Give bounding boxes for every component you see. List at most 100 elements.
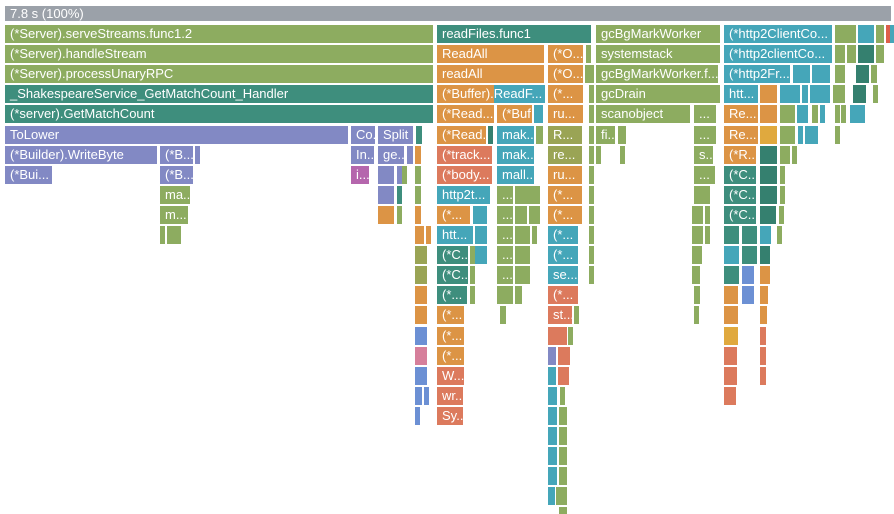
flame-cell[interactable] bbox=[167, 226, 172, 244]
flame-cell[interactable] bbox=[415, 206, 421, 224]
flame-cell[interactable] bbox=[620, 146, 625, 164]
flame-cell[interactable] bbox=[415, 306, 427, 324]
flame-cell[interactable]: (*http2ClientCo... bbox=[724, 25, 832, 43]
flame-cell[interactable] bbox=[473, 206, 487, 224]
flame-cell[interactable] bbox=[568, 327, 573, 345]
flame-cell[interactable] bbox=[560, 387, 565, 405]
flame-cell[interactable]: Re... bbox=[724, 126, 758, 144]
flame-cell[interactable]: (*O... bbox=[548, 45, 583, 63]
flame-cell[interactable] bbox=[195, 146, 200, 164]
flame-cell[interactable] bbox=[415, 367, 427, 385]
flame-cell[interactable] bbox=[548, 327, 567, 345]
flame-cell[interactable] bbox=[833, 85, 845, 103]
flame-cell[interactable] bbox=[589, 65, 594, 83]
flame-cell[interactable] bbox=[415, 146, 421, 164]
flame-cell[interactable] bbox=[529, 206, 540, 224]
flame-cell[interactable] bbox=[586, 45, 591, 63]
flame-cell[interactable] bbox=[415, 226, 424, 244]
flame-cell[interactable] bbox=[692, 206, 703, 224]
flame-cell[interactable] bbox=[558, 367, 569, 385]
flame-cell[interactable] bbox=[876, 45, 884, 63]
flame-cell[interactable]: (*... bbox=[437, 286, 467, 304]
flame-cell[interactable] bbox=[820, 105, 825, 123]
flame-cell[interactable] bbox=[802, 85, 808, 103]
flame-cell[interactable] bbox=[589, 126, 594, 144]
flame-cell[interactable] bbox=[810, 85, 830, 103]
flame-cell[interactable] bbox=[742, 226, 757, 244]
flame-cell[interactable] bbox=[558, 347, 570, 365]
flame-cell[interactable] bbox=[694, 186, 710, 204]
flame-cell[interactable]: gcBgMarkWorker.f... bbox=[596, 65, 718, 83]
flame-cell[interactable] bbox=[694, 306, 699, 324]
flame-cell[interactable] bbox=[760, 105, 777, 123]
flame-cell[interactable] bbox=[589, 246, 594, 264]
flame-cell[interactable] bbox=[556, 487, 561, 505]
flame-cell[interactable]: In... bbox=[351, 146, 374, 164]
flame-cell[interactable] bbox=[415, 286, 427, 304]
flame-cell[interactable] bbox=[424, 387, 429, 405]
flame-cell[interactable] bbox=[559, 447, 567, 465]
flame-cell[interactable]: (*http2clientCo... bbox=[724, 45, 832, 63]
flame-cell[interactable] bbox=[780, 105, 795, 123]
flame-cell[interactable] bbox=[780, 146, 790, 164]
flame-cell[interactable] bbox=[515, 266, 530, 284]
flame-cell[interactable] bbox=[536, 126, 543, 144]
flame-cell[interactable] bbox=[760, 206, 776, 224]
flame-cell[interactable] bbox=[873, 85, 878, 103]
flame-cell[interactable]: (*Server).handleStream bbox=[5, 45, 433, 63]
flame-cell[interactable]: (*Server).serveStreams.func1.2 bbox=[5, 25, 433, 43]
flame-cell[interactable]: (*B... bbox=[160, 166, 193, 184]
flame-cell[interactable] bbox=[797, 105, 808, 123]
flame-cell[interactable] bbox=[779, 206, 784, 224]
flame-cell[interactable] bbox=[548, 487, 555, 505]
flame-cell[interactable] bbox=[760, 85, 777, 103]
flame-cell[interactable]: R... bbox=[548, 126, 582, 144]
flame-cell[interactable] bbox=[407, 146, 413, 164]
flame-cell[interactable] bbox=[415, 186, 421, 204]
flame-cell[interactable]: ma... bbox=[160, 186, 190, 204]
flame-cell[interactable] bbox=[724, 347, 737, 365]
flame-cell[interactable]: Sy... bbox=[437, 407, 463, 425]
flame-cell[interactable] bbox=[760, 347, 766, 365]
flame-cell[interactable] bbox=[847, 45, 856, 63]
flame-cell[interactable] bbox=[397, 186, 402, 204]
flame-cell[interactable] bbox=[793, 65, 810, 83]
flame-cell[interactable]: (*B... bbox=[160, 146, 193, 164]
flame-cell[interactable]: (*C... bbox=[437, 246, 468, 264]
flame-cell[interactable] bbox=[812, 65, 830, 83]
flame-cell[interactable] bbox=[841, 105, 846, 123]
flame-cell[interactable]: systemstack bbox=[596, 45, 720, 63]
flame-cell[interactable]: (*... bbox=[548, 186, 582, 204]
flame-cell[interactable]: scanobject bbox=[596, 105, 690, 123]
flame-cell[interactable] bbox=[798, 126, 803, 144]
flame-cell[interactable] bbox=[589, 85, 594, 103]
flame-cell[interactable] bbox=[780, 126, 795, 144]
flame-cell[interactable] bbox=[780, 186, 785, 204]
flame-cell[interactable] bbox=[705, 206, 710, 224]
flame-cell[interactable]: (*... bbox=[548, 85, 583, 103]
flame-cell[interactable] bbox=[724, 286, 738, 304]
flame-cell[interactable] bbox=[160, 226, 165, 244]
flame-cell[interactable] bbox=[515, 186, 540, 204]
flame-cell[interactable]: ToLower bbox=[5, 126, 348, 144]
flame-cell[interactable]: htt... bbox=[724, 85, 758, 103]
flame-cell[interactable]: ReadAll bbox=[437, 45, 544, 63]
flame-cell[interactable] bbox=[589, 186, 594, 204]
flame-cell[interactable] bbox=[589, 206, 594, 224]
flame-cell[interactable]: (*... bbox=[548, 246, 578, 264]
flame-cell[interactable] bbox=[548, 347, 556, 365]
flame-cell[interactable] bbox=[470, 266, 475, 284]
flame-cell[interactable] bbox=[835, 105, 840, 123]
flame-cell[interactable] bbox=[855, 105, 860, 123]
flame-cell[interactable]: wr... bbox=[437, 387, 463, 405]
flame-cell[interactable]: (*Read... bbox=[437, 105, 494, 123]
flame-cell[interactable]: (*... bbox=[437, 347, 464, 365]
flame-cell[interactable]: i... bbox=[351, 166, 369, 184]
flame-cell[interactable] bbox=[574, 306, 579, 324]
flame-cell[interactable]: (*C... bbox=[724, 206, 756, 224]
flame-cell[interactable] bbox=[415, 266, 427, 284]
flame-cell[interactable] bbox=[378, 206, 394, 224]
flame-cell[interactable]: ru... bbox=[548, 105, 583, 123]
flame-cell[interactable] bbox=[548, 447, 557, 465]
flame-cell[interactable] bbox=[760, 166, 777, 184]
